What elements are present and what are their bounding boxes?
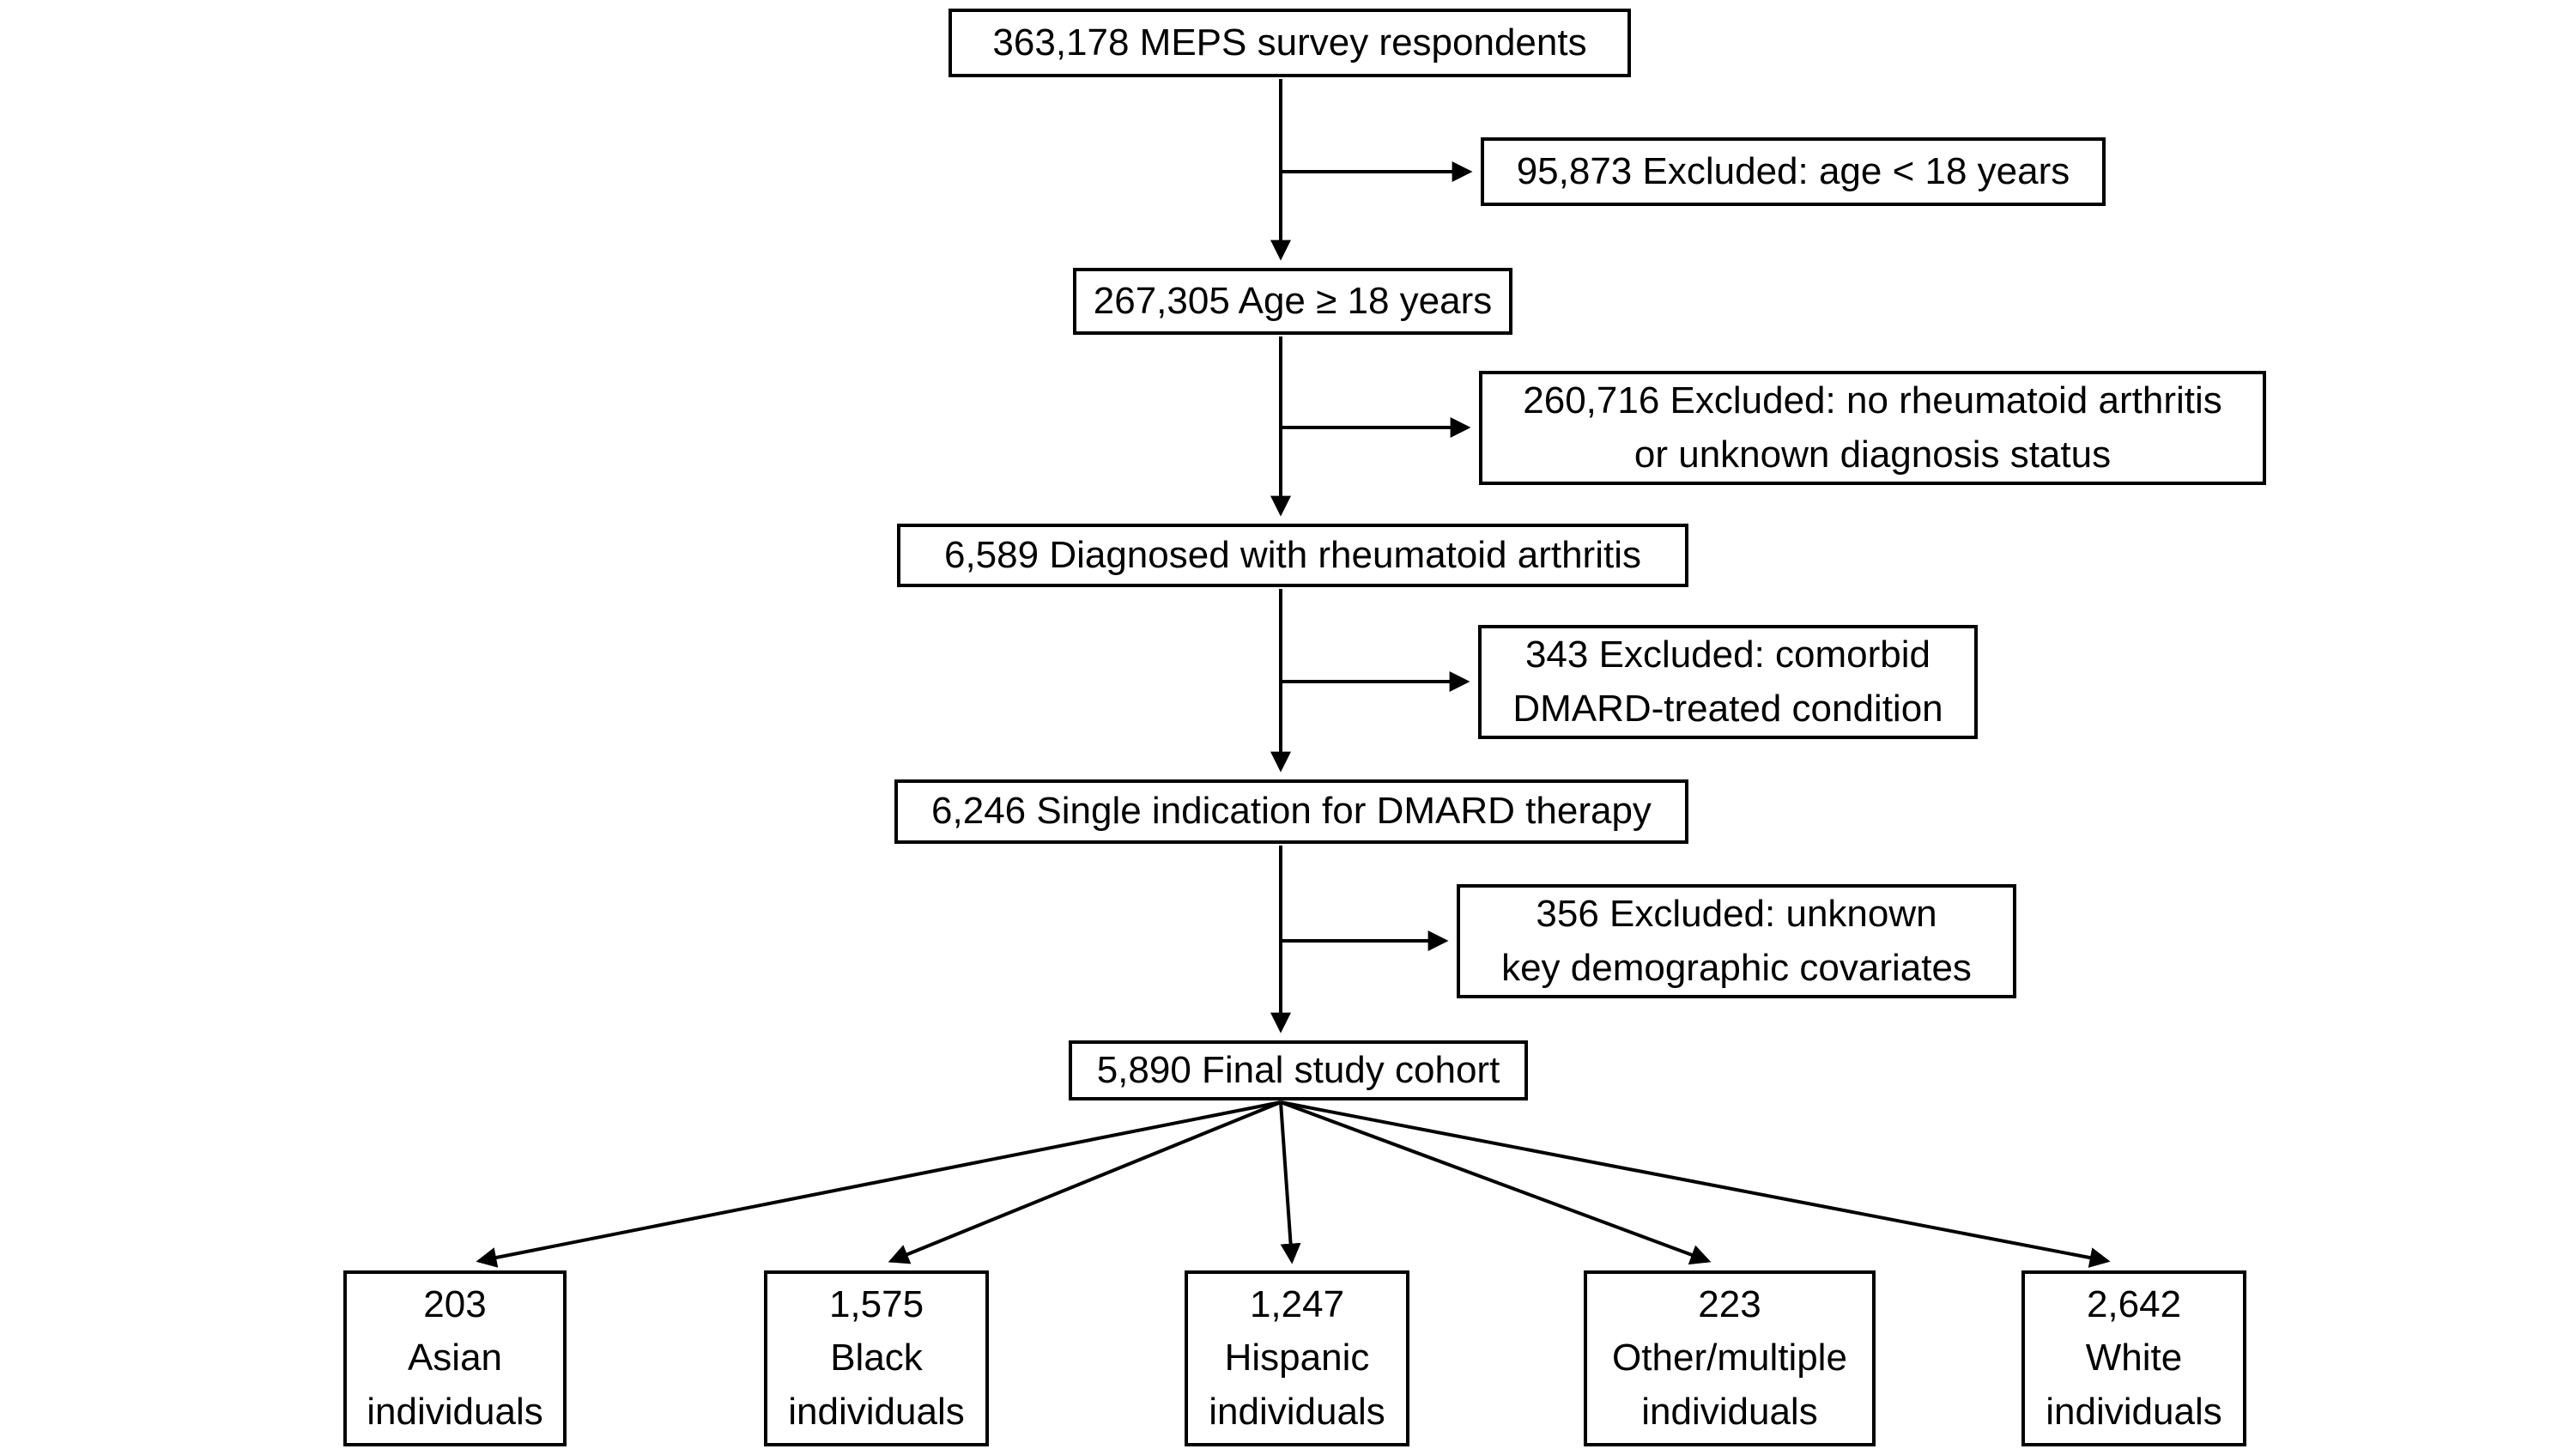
node-excluded-demographics: 356 Excluded: unknown key demographic co… bbox=[1457, 884, 2016, 998]
arrow-final-to-black bbox=[888, 1100, 1282, 1264]
node-ra-diagnosed: 6,589 Diagnosed with rheumatoid arthriti… bbox=[897, 524, 1688, 587]
node-excluded-no-ra: 260,716 Excluded: no rheumatoid arthriti… bbox=[1479, 371, 2266, 485]
node-subgroup-hispanic: 1,247 Hispanic individuals bbox=[1185, 1270, 1409, 1446]
arrow-final-to-other bbox=[1280, 1100, 1712, 1265]
node-single-indication: 6,246 Single indication for DMARD therap… bbox=[894, 779, 1688, 844]
arrow-final-to-hispanic bbox=[1279, 1101, 1301, 1264]
arrow-final-to-asian bbox=[476, 1100, 1282, 1268]
node-excluded-comorbid: 343 Excluded: comorbid DMARD-treated con… bbox=[1478, 625, 1978, 739]
node-subgroup-other-multiple: 223 Other/multiple individuals bbox=[1584, 1270, 1876, 1446]
arrow-final-to-white bbox=[1280, 1100, 2111, 1268]
node-subgroup-white: 2,642 White individuals bbox=[2021, 1270, 2246, 1446]
node-adults: 267,305 Age ≥ 18 years bbox=[1073, 268, 1512, 335]
node-subgroup-asian: 203 Asian individuals bbox=[343, 1270, 567, 1446]
node-survey-respondents: 363,178 MEPS survey respondents bbox=[949, 9, 1631, 77]
node-subgroup-black: 1,575 Black individuals bbox=[764, 1270, 989, 1446]
node-final-cohort: 5,890 Final study cohort bbox=[1069, 1040, 1528, 1100]
node-excluded-age: 95,873 Excluded: age < 18 years bbox=[1481, 137, 2106, 206]
